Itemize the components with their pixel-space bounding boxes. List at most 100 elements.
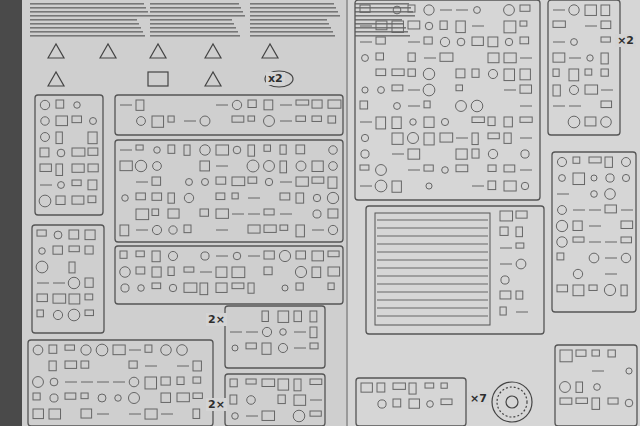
part-shape xyxy=(500,211,513,221)
part-shape xyxy=(601,5,610,16)
text-line xyxy=(30,31,143,33)
part-shape xyxy=(154,147,161,154)
sprue-runner xyxy=(589,242,601,243)
part-shape xyxy=(557,157,566,166)
part-shape xyxy=(520,21,527,26)
part-shape xyxy=(85,230,95,240)
text-line xyxy=(30,7,146,9)
text-line xyxy=(30,11,148,13)
part-shape xyxy=(72,116,81,123)
part-shape xyxy=(96,344,108,356)
part-shape xyxy=(313,194,320,201)
part-shape xyxy=(601,53,608,64)
text-line xyxy=(150,11,243,13)
part-shape xyxy=(248,100,256,108)
part-shape xyxy=(425,383,434,388)
part-shape xyxy=(56,132,62,144)
part-shape xyxy=(54,231,62,239)
part-shape xyxy=(504,133,511,143)
part-shape xyxy=(136,209,149,220)
part-shape xyxy=(233,252,241,260)
part-shape xyxy=(264,251,274,259)
part-shape xyxy=(312,267,321,278)
part-shape xyxy=(122,195,129,202)
part-shape xyxy=(408,53,415,61)
part-shape xyxy=(310,343,318,349)
part-shape xyxy=(264,145,270,151)
sprue-runner xyxy=(40,185,52,186)
sprue-runner xyxy=(53,283,65,284)
part-shape xyxy=(296,251,305,259)
part-shape xyxy=(328,209,338,218)
part-shape xyxy=(88,132,97,144)
part-shape xyxy=(296,177,308,186)
part-shape xyxy=(589,253,599,263)
sprue-runner xyxy=(553,42,565,43)
part-shape xyxy=(186,179,193,186)
part-shape xyxy=(85,246,93,254)
right-page xyxy=(347,0,640,426)
part-shape xyxy=(246,343,256,349)
part-shape xyxy=(278,395,285,404)
part-shape xyxy=(184,283,197,292)
text-line xyxy=(150,27,236,29)
text-line xyxy=(30,3,144,5)
part-shape xyxy=(201,178,208,185)
part-shape xyxy=(248,177,257,183)
part-shape xyxy=(560,398,572,404)
sprue-runner xyxy=(605,242,617,243)
part-shape xyxy=(488,133,499,139)
part-shape xyxy=(559,175,566,182)
part-shape xyxy=(310,379,322,384)
part-shape xyxy=(441,383,447,388)
sprue-runner xyxy=(230,332,242,333)
part-shape xyxy=(85,310,93,316)
part-shape xyxy=(622,174,629,181)
part-shape xyxy=(328,116,336,123)
sprue-runner xyxy=(232,214,244,215)
part-shape xyxy=(168,267,174,275)
part-shape xyxy=(72,148,85,156)
part-shape xyxy=(601,37,610,42)
part-shape xyxy=(329,146,338,155)
part-shape xyxy=(573,157,580,163)
part-shape xyxy=(585,85,598,94)
sprue-runner xyxy=(312,230,324,231)
part-shape xyxy=(471,100,483,112)
part-shape xyxy=(152,116,164,127)
text-line xyxy=(355,27,406,29)
part-shape xyxy=(201,252,209,260)
part-shape xyxy=(262,327,271,336)
sprue-runner xyxy=(500,248,512,249)
part-shape xyxy=(264,209,274,215)
part-shape xyxy=(247,396,256,405)
part-shape xyxy=(68,309,80,321)
part-shape xyxy=(177,377,184,385)
part-shape xyxy=(216,267,227,277)
part-shape xyxy=(605,157,612,167)
part-shape xyxy=(136,193,145,200)
part-shape xyxy=(516,243,524,248)
sprue-runner xyxy=(408,170,420,171)
part-shape xyxy=(520,117,532,122)
text-line xyxy=(150,19,232,21)
sprue-runner xyxy=(605,258,617,259)
part-shape xyxy=(601,69,608,76)
part-shape xyxy=(200,283,208,295)
part-shape xyxy=(184,145,190,155)
part-shape xyxy=(504,5,515,16)
part-shape xyxy=(608,350,615,357)
sprue-runner xyxy=(360,186,372,187)
sprue-runner xyxy=(520,138,532,139)
text-line xyxy=(250,23,329,25)
sprue-runner xyxy=(605,274,617,275)
text-line xyxy=(355,15,415,17)
part-shape xyxy=(423,68,434,79)
part-shape xyxy=(33,377,44,388)
part-shape xyxy=(135,160,146,171)
part-shape xyxy=(69,262,75,273)
part-shape xyxy=(200,116,210,126)
part-shape xyxy=(280,193,290,200)
sprue-runner xyxy=(360,26,372,27)
sprue-runner xyxy=(184,121,196,122)
